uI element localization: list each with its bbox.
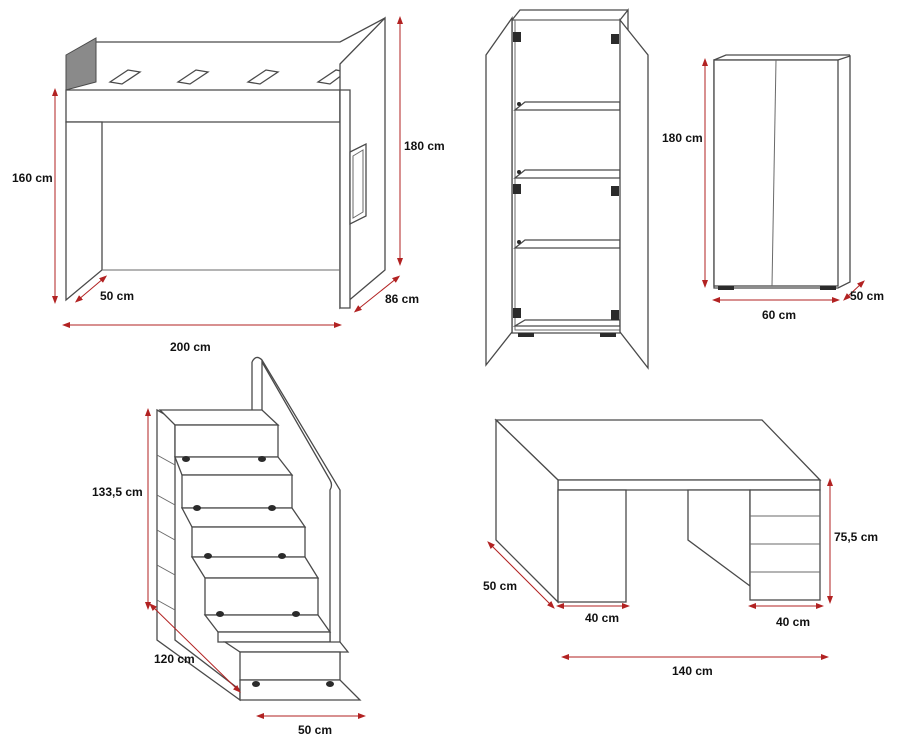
stairs-width-label: 50 cm [298, 723, 332, 737]
desk-drawing [494, 418, 822, 604]
closed-wardrobe-drawing [713, 54, 851, 290]
closed-wardrobe-dimensions: 180 cm 60 cm 50 cm [662, 58, 884, 322]
loft-bed-drawing [65, 16, 386, 310]
wardrobe-height-label: 180 cm [662, 131, 703, 145]
desk-right-unit-label: 40 cm [776, 615, 810, 629]
stairs-length-label: 120 cm [154, 652, 195, 666]
desk-height-label: 75,5 cm [834, 530, 878, 544]
bed-depth-label: 86 cm [385, 292, 419, 306]
bed-width-label: 200 cm [170, 340, 211, 354]
bed-height-label: 160 cm [12, 171, 53, 185]
stairs-height-label: 133,5 cm [92, 485, 143, 499]
open-wardrobe-drawing [485, 8, 649, 370]
desk-width-label: 140 cm [672, 664, 713, 678]
desk-left-unit-label: 40 cm [585, 611, 619, 625]
desk-dimensions: 75,5 cm 50 cm 40 cm 40 cm 140 cm [483, 478, 878, 678]
desk-depth-label: 50 cm [483, 579, 517, 593]
bed-dimensions: 160 cm 180 cm 50 cm 86 cm 200 cm [12, 16, 445, 354]
bed-total-height-label: 180 cm [404, 139, 445, 153]
stairs-drawing [156, 356, 362, 702]
wardrobe-width-label: 60 cm [762, 308, 796, 322]
bed-inner-depth-label: 50 cm [100, 289, 134, 303]
stairs-dimensions: 133,5 cm 120 cm 50 cm [92, 408, 366, 737]
wardrobe-depth-label: 50 cm [850, 289, 884, 303]
